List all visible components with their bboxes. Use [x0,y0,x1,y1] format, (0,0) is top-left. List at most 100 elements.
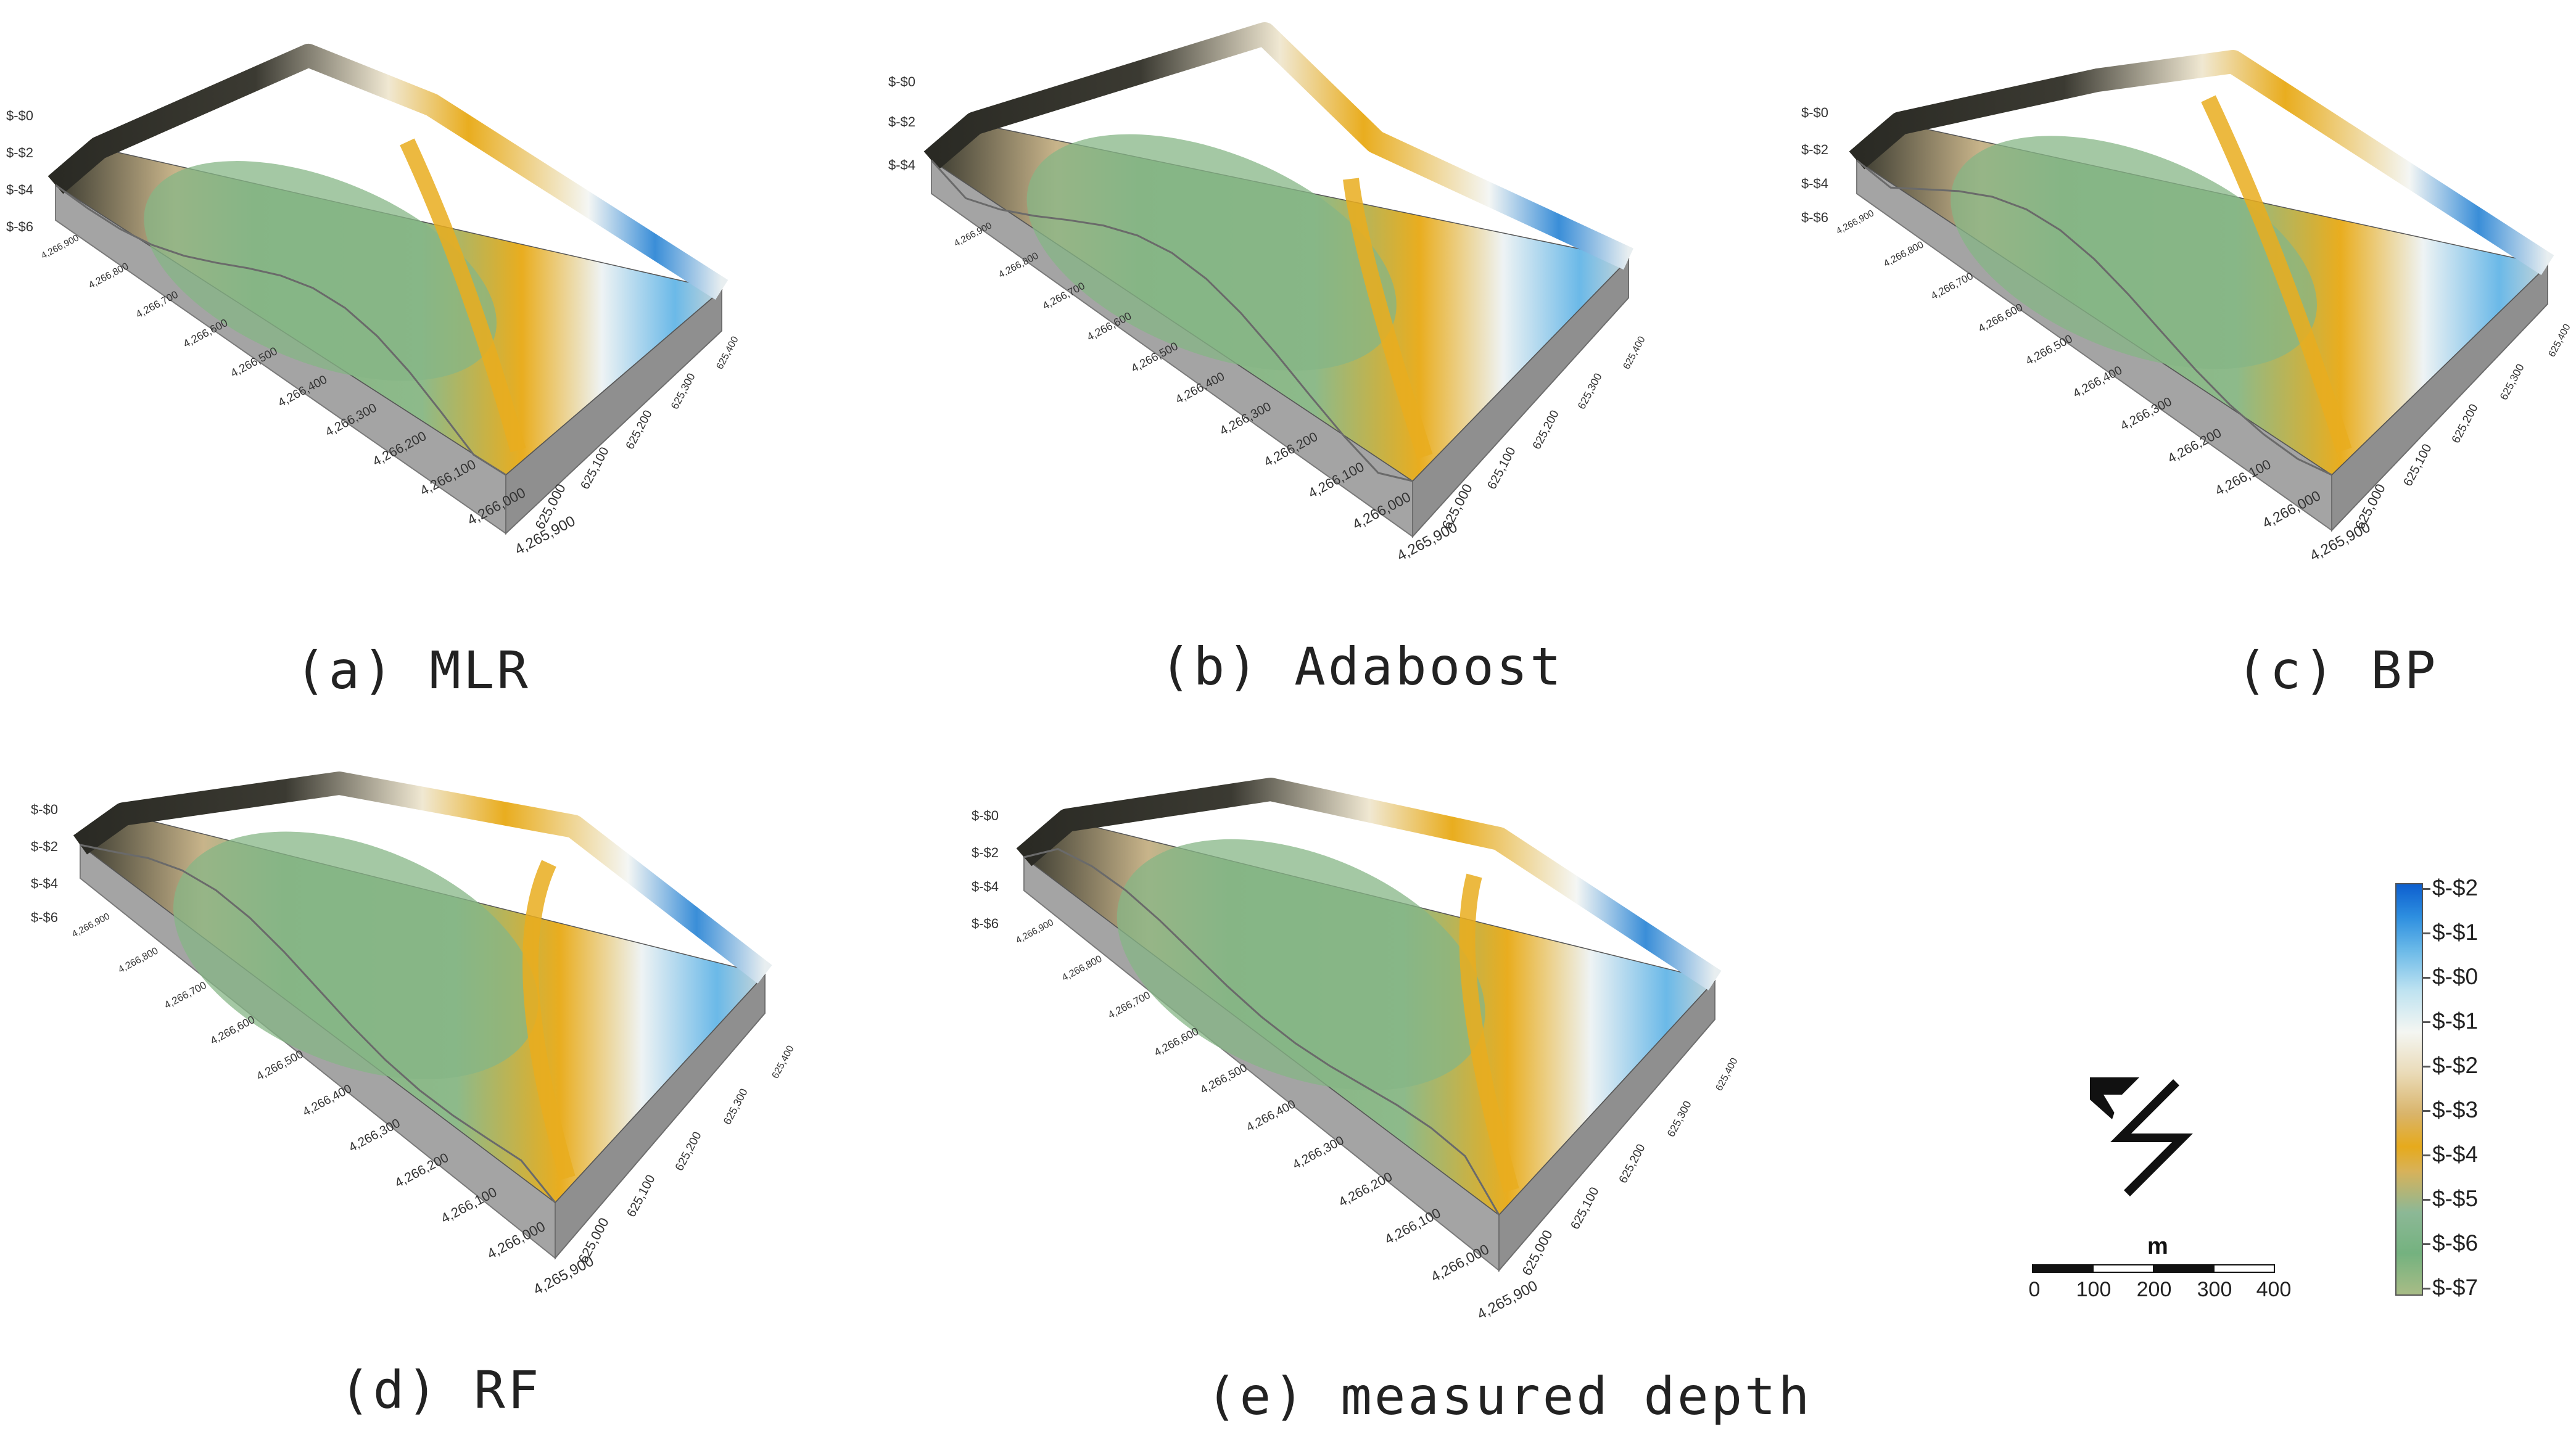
caption-mlr: (a) MLR [295,640,531,701]
y-tick-label: 4,265,900 [1474,1277,1540,1323]
scale-segment [2213,1264,2275,1273]
z-tick-label: $-$0 [972,808,999,823]
x-tick-label: 625,400 [1714,1056,1740,1093]
y-tick-label: 4,266,500 [2023,332,2074,367]
terrain-rim [923,22,1633,270]
z-tick-label: $-$2 [972,845,999,860]
x-tick-label: 625,200 [673,1130,704,1174]
y-tick-label: 4,266,700 [162,979,208,1011]
scale-tick-label: 400 [2256,1278,2292,1301]
z-tick-label: $-$4 [972,879,999,894]
y-tick-label: 4,266,300 [2118,395,2174,433]
slope-band [522,860,576,1180]
scale-tick-label: 100 [2076,1278,2112,1301]
terrain-adaboost: $-$0$-$2$-$44,266,9004,266,8004,266,7004… [888,22,1648,564]
y-tick-label: 4,266,900 [1835,208,1876,236]
channel-bottom [1026,134,1397,371]
y-tick-label: 4,266,800 [1882,239,1926,269]
x-tick-label: 625,400 [2547,323,2573,359]
x-tick-label: 625,200 [1617,1142,1648,1186]
x-tick-label: 625,100 [624,1172,658,1219]
legend-label: $-$4 [2432,1142,2479,1167]
z-tick-label: $-$2 [1801,142,1828,157]
terrain-rim [1016,778,1722,990]
y-tick-label: 4,266,400 [2071,363,2124,400]
caption-rf: (d) RF [339,1360,542,1420]
z-tick-label: $-$2 [888,114,915,130]
z-tick-label: $-$4 [6,182,33,197]
y-tick-label: 4,266,700 [134,289,180,321]
x-tick-label: 625,300 [1575,371,1604,411]
y-tick-label: 4,266,700 [1106,989,1152,1021]
scale-segment [2032,1264,2094,1273]
z-tick-label: $-$6 [1801,210,1828,225]
z-tick-label: $-$0 [1801,105,1828,120]
legend-tick [2422,1154,2430,1156]
x-tick-label: 625,100 [1568,1185,1602,1232]
channel-bottom [144,161,497,381]
legend-tick [2422,1110,2430,1112]
z-tick-label: $-$6 [972,916,999,931]
y-tick-label: 4,266,100 [1382,1205,1443,1247]
wall-profile [930,159,1413,482]
y-tick-label: 4,266,800 [117,945,160,975]
channel-bottom [1117,839,1485,1090]
x-tick-label: 625,300 [2497,361,2526,401]
legend-tick [2422,1243,2430,1245]
scale-tick-label: 300 [2197,1278,2232,1301]
slope-band [1343,178,1433,459]
x-tick-label: 625,300 [1664,1098,1693,1138]
legend-label: $-$1 [2432,1008,2479,1034]
channel-bottom [1951,136,2318,369]
terrain-mlr: $-$0$-$2$-$4$-$64,266,9004,266,8004,266,… [6,44,741,558]
y-tick-label: 4,266,900 [1014,917,1055,945]
scale-tick-label: 0 [2028,1278,2041,1301]
y-tick-label: 4,266,500 [1198,1061,1249,1096]
scale-unit: m [2147,1233,2168,1259]
legend-label: $-$6 [2432,1230,2479,1256]
y-tick-label: 4,266,400 [1244,1097,1298,1134]
caption-adaboost: (b) Adaboost [1160,636,1564,697]
y-tick-label: 4,266,700 [1929,270,1975,302]
z-tick-label: $-$0 [31,802,58,817]
legend-color-ramp [2395,883,2423,1296]
z-tick-label: $-$2 [6,145,33,160]
scale-tick-label: 200 [2136,1278,2172,1301]
wall-profile [1023,848,1500,1216]
x-tick-label: 625,400 [1622,335,1648,371]
legend-label: $-$7 [2432,1275,2479,1300]
legend-tick [2422,888,2430,890]
y-tick-label: 4,266,800 [1060,953,1104,983]
legend-label: $-$2 [2432,875,2479,900]
legend-label: $-$2 [2432,1053,2479,1078]
slope-band [1459,873,1519,1193]
y-tick-label: 4,266,800 [87,261,131,290]
y-tick-label: 4,266,300 [347,1116,402,1154]
slope-band [400,138,526,453]
x-tick-label: 625,400 [770,1044,796,1080]
scale-segment [2092,1264,2154,1273]
wall-profile [1856,159,2332,476]
legend-tick [2422,977,2430,979]
legend-tick [2422,1021,2430,1023]
wall-profile [80,844,556,1203]
y-tick-label: 4,266,400 [300,1082,354,1119]
terrain-rim [47,44,729,300]
y-tick-label: 4,266,300 [1290,1133,1346,1172]
legend-label: $-$3 [2432,1097,2479,1122]
legend-tick [2422,932,2430,934]
x-tick-label: 625,200 [1530,408,1562,452]
z-tick-label: $-$4 [888,157,915,173]
terrain-rim [1849,50,2554,275]
legend-label: $-$1 [2432,920,2479,945]
z-tick-label: $-$4 [31,876,58,891]
scale-segment [2153,1264,2215,1273]
terrain-rim [73,771,772,984]
y-tick-label: 4,266,000 [1428,1241,1492,1285]
